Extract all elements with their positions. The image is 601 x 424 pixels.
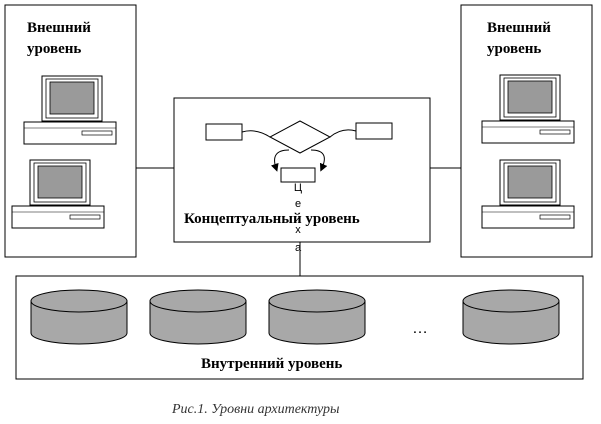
schema-letter: Ц [294,182,302,194]
relationship-diamond [268,120,332,154]
internal-level-label: Внутренний уровень [201,356,342,372]
entity-box-right [355,122,393,140]
link-curve-left [241,130,271,138]
external-right-title-line2: уровень [487,41,541,57]
internal-level: … Внутренний уровень [15,275,584,380]
conceptual-level: Ц е Концептуальный уровень х а [173,97,431,254]
ellipsis-more-disks: … [412,320,428,337]
link-curve-right [329,129,357,138]
schema-letter: а [295,242,302,254]
disk-icon [149,289,247,345]
schema-letter: е [295,198,301,210]
disk-icon [30,289,128,345]
arrow-curve-right [310,149,328,172]
external-left-title-line1: Внешний [27,20,91,36]
disk-icon [462,289,560,345]
schema-box [280,167,316,183]
external-left-title-line2: уровень [27,41,81,57]
external-level-left: Внешний уровень [4,4,137,258]
schema-letter: х [295,224,301,236]
conceptual-level-label: Концептуальный уровень [184,211,360,227]
external-right-title-line1: Внешний [487,20,551,36]
external-level-right: Внешний уровень [460,4,593,258]
disk-icon [268,289,366,345]
arrow-curve-left [270,149,290,172]
entity-box-left [205,123,243,141]
figure-caption: Рис.1. Уровни архитектуры [171,402,340,417]
